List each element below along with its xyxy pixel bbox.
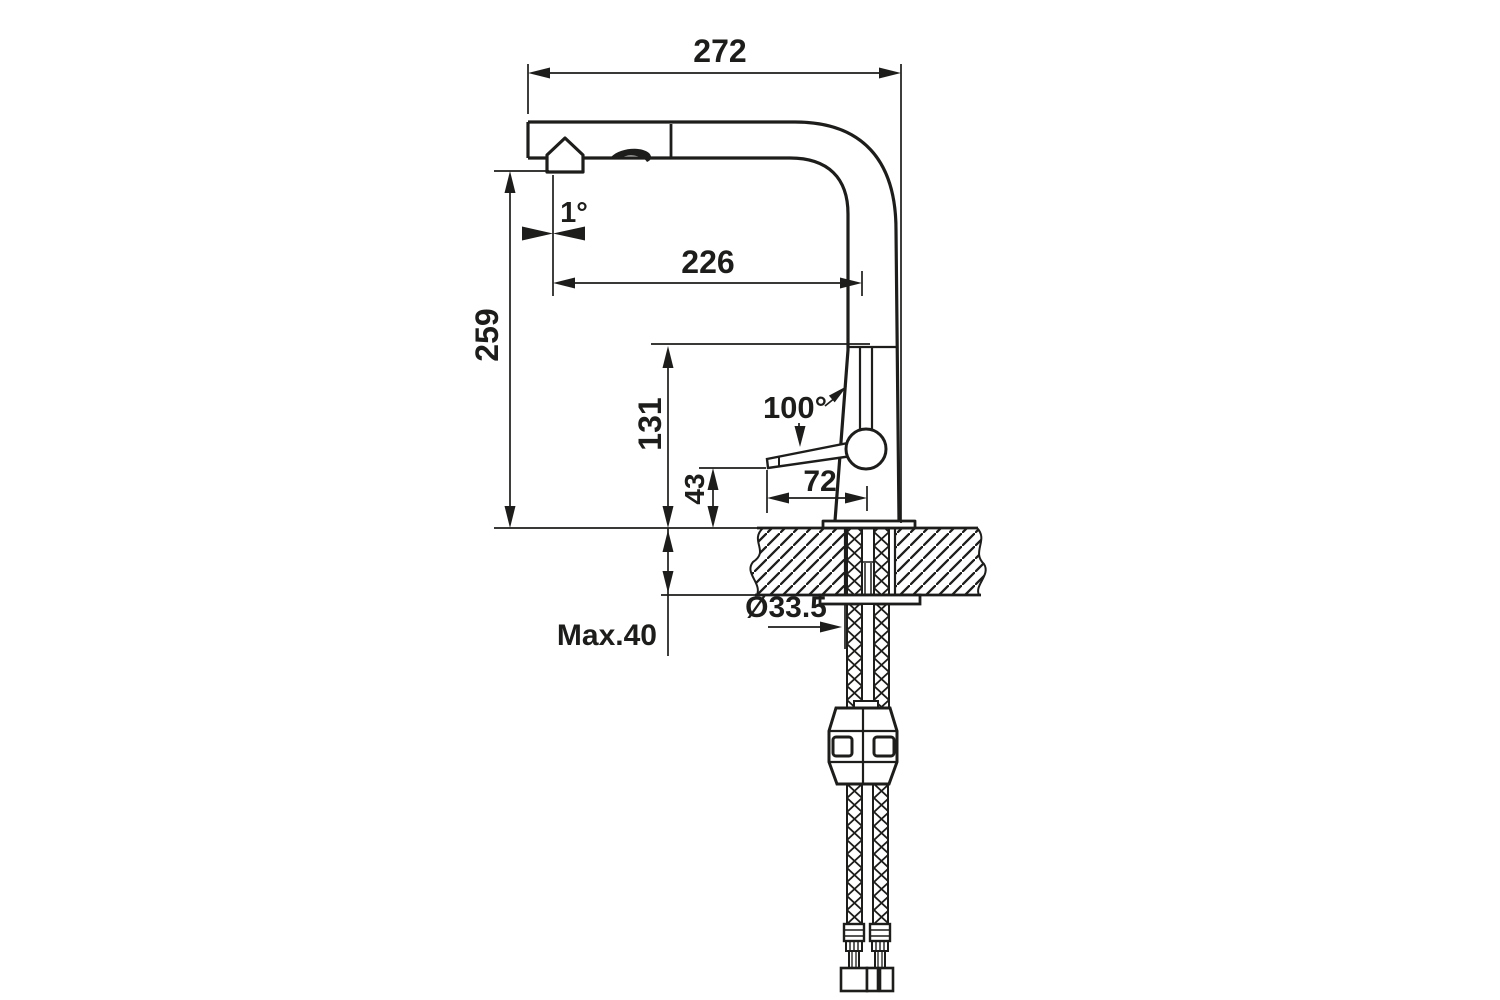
supply-hose-left — [846, 783, 863, 925]
arrow-down-icon — [662, 506, 674, 528]
arrow-down-icon — [707, 506, 719, 528]
arrow-left-icon — [553, 277, 575, 289]
handle-assembly — [765, 345, 896, 471]
dim-spout-tilt — [522, 175, 585, 296]
mounting-washer — [818, 593, 922, 606]
spout-inner-edge — [528, 156, 850, 522]
base-plate — [821, 519, 917, 530]
angle-bowtie-right-icon — [553, 226, 585, 241]
spout-outer-edge — [528, 120, 901, 522]
dim-max-deck-thickness — [662, 528, 674, 656]
countertop-section — [749, 526, 987, 597]
arrow-left-icon — [767, 492, 789, 504]
release-clip — [611, 148, 652, 162]
stem-left-lines — [851, 951, 857, 968]
counter-broken-edge-left — [749, 527, 764, 596]
ferrule-right-lines — [871, 929, 889, 937]
ferrule-right — [868, 922, 892, 943]
dim-handle-swing — [794, 386, 847, 447]
label-spout-reach-overall: 272 — [693, 33, 746, 69]
hoses-above-nut — [846, 603, 890, 710]
leader-to-body — [824, 398, 834, 407]
label-handle-reach: 72 — [803, 465, 836, 498]
dim-handle-reach — [766, 470, 868, 513]
dim-pivot-height — [651, 343, 870, 528]
nut-window-left — [831, 735, 854, 758]
dim-outlet-reach — [553, 271, 863, 296]
label-handle-tip-height: 43 — [679, 473, 710, 504]
arrow-upright-icon — [828, 386, 847, 403]
arrow-up-icon — [707, 468, 719, 490]
arrow-right-icon — [845, 492, 867, 504]
shank-braid-right — [873, 527, 890, 596]
label-outlet-height: 259 — [469, 308, 505, 361]
counter-hatch-right — [895, 528, 986, 595]
label-outlet-reach: 226 — [681, 244, 734, 280]
dim-outlet-height — [494, 170, 549, 528]
arrow-right-icon — [820, 621, 842, 633]
arrow-down-icon — [794, 426, 806, 447]
hose-braid-right — [873, 603, 890, 709]
nut-window-right — [872, 735, 896, 758]
arrow-down-icon — [504, 506, 516, 528]
arrow-down-icon — [662, 571, 674, 593]
supply-hoses — [846, 783, 889, 925]
mounting-nut — [827, 706, 899, 786]
ferrule-left — [842, 922, 866, 943]
hose-end-fittings — [839, 922, 895, 993]
knurl-left-lines — [849, 941, 859, 951]
arrow-right-icon — [840, 277, 862, 289]
counter-broken-edge-right — [976, 527, 987, 596]
angle-bowtie-left-icon — [522, 226, 553, 241]
end-block-right — [878, 966, 895, 993]
arrow-right-icon — [879, 67, 901, 79]
label-spout-tilt-angle: 1° — [560, 197, 588, 229]
end-block-wide — [839, 966, 869, 993]
arrow-up-icon — [504, 171, 516, 193]
counter-hole-edges — [843, 528, 897, 595]
shank-braid-left — [846, 527, 863, 596]
faucet-body — [526, 120, 917, 530]
counter-hatch-left — [750, 528, 845, 595]
stem-right-lines — [877, 951, 883, 968]
handle-slot — [858, 348, 874, 430]
label-max-deck-thickness: Max.40 — [557, 619, 657, 652]
end-block-mid — [865, 966, 880, 993]
dim-handle-tip-height — [699, 467, 766, 528]
threaded-shank — [846, 527, 890, 596]
hose-braid-left — [846, 603, 863, 709]
label-pivot-height: 131 — [632, 397, 668, 450]
dim-272-extensions — [527, 64, 902, 523]
center-guide-tube — [861, 603, 875, 702]
knurl-right-lines — [875, 941, 885, 951]
label-handle-swing-angle: 100° — [763, 390, 827, 425]
arrow-left-icon — [528, 67, 550, 79]
dim-spout-reach-overall — [527, 64, 902, 523]
ball-joint — [844, 427, 888, 471]
label-hole-diameter: Ø33.5 — [745, 591, 827, 624]
arrow-up-icon — [662, 346, 674, 368]
arrow-up-icon — [662, 530, 674, 552]
spray-outlet — [545, 136, 585, 174]
supply-hose-right — [872, 783, 889, 925]
ferrule-left-lines — [845, 929, 863, 937]
dim-hole-diameter — [768, 604, 846, 649]
shank-center-tube — [862, 561, 874, 594]
dimension-graphics — [494, 64, 902, 656]
stem-right — [874, 950, 886, 969]
dimension-labels: 272 259 1° 226 100° 131 43 72 Max.40 Ø33… — [469, 33, 837, 652]
stem-left — [848, 950, 860, 969]
